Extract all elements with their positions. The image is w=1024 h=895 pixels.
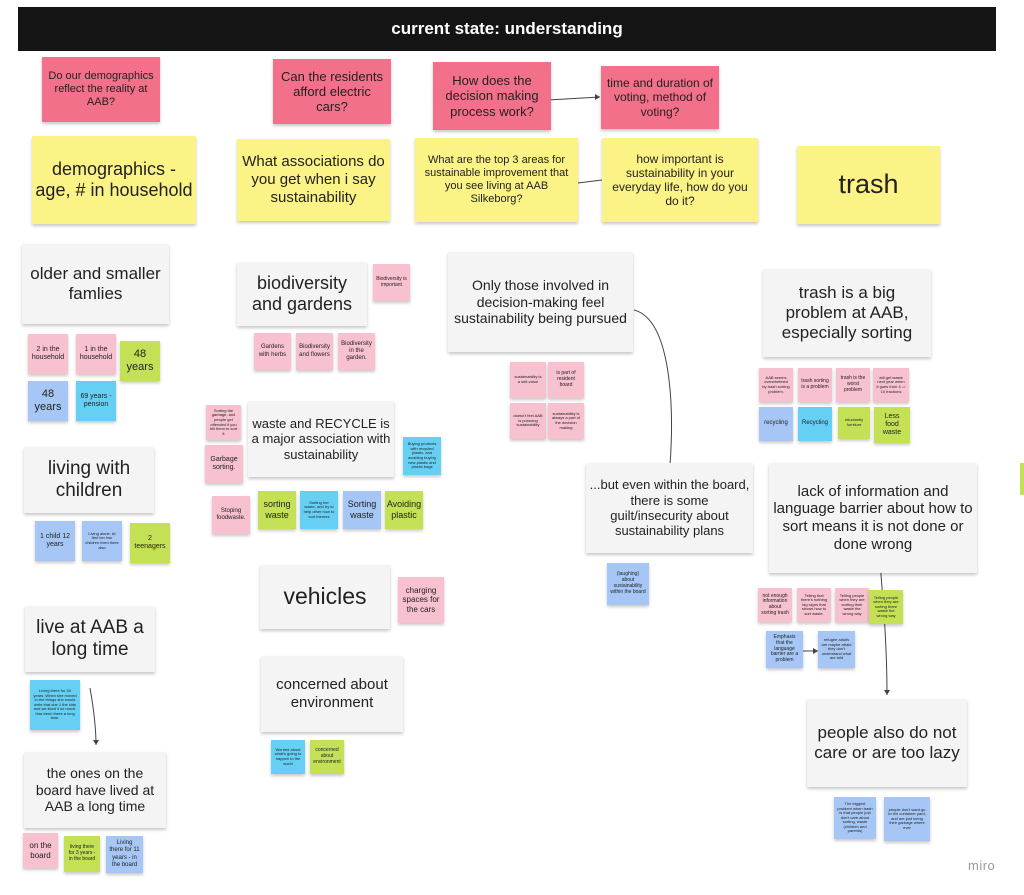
note-trash-sorting-problem[interactable]: trash sorting is a problem: [798, 368, 832, 402]
note-resident-board[interactable]: is part of resident board: [548, 362, 584, 398]
connector-decision-voting: [547, 96, 601, 101]
cluster-people-do-not-care[interactable]: people also do not care or are too lazy: [807, 699, 967, 787]
note-48-years-blue[interactable]: 48 years: [28, 381, 68, 421]
note-always-part[interactable]: sustainability is always a part of the d…: [548, 403, 584, 439]
note-1-child[interactable]: 1 child 12 years: [35, 521, 75, 561]
cluster-older-smaller-families[interactable]: older and smaller famlies: [22, 244, 169, 324]
note-recycling-cyan[interactable]: Recycling: [798, 407, 832, 441]
note-biodiversity-flowers[interactable]: Biodiversity and flowers: [296, 333, 333, 370]
note-refugee-adults[interactable]: refugee adults are maybe afraid they don…: [818, 631, 855, 668]
note-aab-overwhelmed[interactable]: AAB seems overwhelmed by trash sorting p…: [759, 368, 793, 402]
note-worried-world[interactable]: Worried about what's going to happen to …: [271, 740, 305, 774]
cluster-but-within-board[interactable]: ...but even within the board, there is s…: [586, 463, 753, 553]
cluster-living-with-children[interactable]: living with children: [24, 447, 154, 513]
topic-importance[interactable]: how important is sustainability in your …: [602, 138, 758, 222]
topic-associations[interactable]: What associations do you get when i say …: [237, 139, 390, 221]
note-language-barrier[interactable]: Emphasis that the language barrier are a…: [766, 631, 803, 668]
connector-only-but: [633, 309, 672, 466]
note-48-years-green[interactable]: 48 years: [120, 341, 160, 381]
miro-watermark: miro: [968, 858, 996, 873]
note-living-30-years[interactable]: Living there for 30 years. When she move…: [30, 680, 80, 730]
cluster-only-those-involved[interactable]: Only those involved in decision-making f…: [448, 252, 633, 352]
cluster-board-long-time[interactable]: the ones on the board have lived at AAB …: [24, 752, 166, 828]
cluster-biodiversity-gardens[interactable]: biodiversity and gardens: [237, 262, 367, 326]
note-buying-products[interactable]: Buying products with recycled plastic, a…: [403, 437, 441, 475]
cluster-trash-big-problem[interactable]: trash is a big problem at AAB, especiall…: [763, 269, 931, 357]
note-reluctantly-furniture[interactable]: reluctantly furniture: [838, 407, 870, 439]
note-doesnt-feel[interactable]: doesn't feel AAB is pursuing sustainabil…: [510, 403, 546, 439]
note-garbage-sorting[interactable]: Garbage sorting.: [205, 445, 243, 483]
note-biodiversity-garden[interactable]: Biodiversity in the garden.: [338, 333, 375, 370]
topic-demographics[interactable]: demographics - age, # in household: [32, 136, 196, 224]
topic-top3[interactable]: What are the top 3 areas for sustainable…: [415, 138, 578, 222]
note-gardens-herbs[interactable]: Gardens with herbs: [254, 333, 291, 370]
note-sorting-garbage-offended[interactable]: Sorting the garbage, and people get offe…: [206, 405, 241, 440]
connector-top3-importance: [577, 179, 603, 184]
note-container-yard[interactable]: people don't want go to the container ya…: [884, 797, 930, 841]
offscreen-note-edge[interactable]: [1020, 463, 1024, 495]
question-afford-cars[interactable]: Can the residents afford electric cars?: [273, 59, 391, 124]
cluster-concerned-environment[interactable]: concerned about environment: [261, 656, 403, 732]
note-not-enough-information[interactable]: not enough information about sorting tra…: [758, 588, 792, 622]
cluster-lack-of-information[interactable]: lack of information and language barrier…: [769, 463, 977, 573]
note-biodiversity-important[interactable]: Biodiversity is important: [373, 264, 410, 301]
question-decision-process[interactable]: How does the decision making process wor…: [433, 62, 551, 130]
note-telling-wrong-way-green[interactable]: Telling people when they are sorting the…: [869, 590, 903, 624]
note-big-signs[interactable]: Telling that there's nothing big signs t…: [797, 588, 831, 622]
note-less-food-waste[interactable]: Less food waste: [874, 407, 910, 443]
topic-trash[interactable]: trash: [797, 146, 940, 224]
note-charging-spaces[interactable]: charging spaces for the cars: [398, 577, 444, 623]
note-recycling-blue[interactable]: recycling: [759, 407, 793, 441]
note-69-years-pension[interactable]: 69 years - pension: [76, 381, 116, 421]
note-self-value[interactable]: sustainability is a self-value: [510, 362, 546, 398]
cluster-live-long-time[interactable]: live at AAB a long time: [25, 606, 155, 672]
note-stoping-foodwaste[interactable]: Stoping foodwaste.: [212, 496, 250, 534]
note-3-years-board[interactable]: living there for 3 years - in the board: [64, 836, 100, 872]
note-2-teenagers[interactable]: 2 teenagers: [130, 523, 170, 563]
arrowhead-board: [93, 740, 99, 745]
connector-lack-lazy: [879, 562, 888, 696]
note-living-alone[interactable]: Living alone. At first her two children …: [82, 521, 122, 561]
note-sorting-waste-blue[interactable]: Sorting waste: [343, 491, 381, 529]
note-2-in-household[interactable]: 2 in the household: [28, 334, 68, 374]
note-laughing[interactable]: (laughing) about sustainability within t…: [607, 563, 649, 605]
note-on-the-board[interactable]: on the board: [23, 833, 58, 868]
note-biggest-problem[interactable]: The biggest problem when trash is that p…: [834, 797, 876, 839]
note-avoiding-plastic[interactable]: Avoiding plastic: [385, 491, 423, 529]
note-1-in-household[interactable]: 1 in the household: [76, 334, 116, 374]
note-trash-worst[interactable]: trash is the worst problem: [836, 368, 870, 402]
connector-longtime-board: [89, 687, 97, 746]
note-telling-wrong-way[interactable]: Telling people when they are sorting the…: [835, 588, 869, 622]
board-title[interactable]: current state: understanding: [18, 7, 996, 51]
note-next-year-fractions[interactable]: will get waste next year when it goes fr…: [873, 368, 909, 402]
note-sorting-her-waste[interactable]: Sorting her waste, and try to help other…: [300, 491, 338, 529]
note-11-years-board[interactable]: Living there for 11 years - in the board: [106, 836, 143, 873]
note-concerned-environment[interactable]: concerned about environment: [310, 740, 344, 774]
question-demographics-reality[interactable]: Do our demographics reflect the reality …: [42, 57, 160, 122]
arrowhead-lazy: [884, 690, 890, 695]
question-voting[interactable]: time and duration of voting, method of v…: [601, 66, 719, 129]
cluster-waste-recycle[interactable]: waste and RECYCLE is a major association…: [248, 401, 394, 477]
arrowhead-voting: [595, 94, 600, 100]
note-sorting-waste-green[interactable]: sorting waste: [258, 491, 296, 529]
cluster-vehicles[interactable]: vehicles: [260, 565, 390, 629]
